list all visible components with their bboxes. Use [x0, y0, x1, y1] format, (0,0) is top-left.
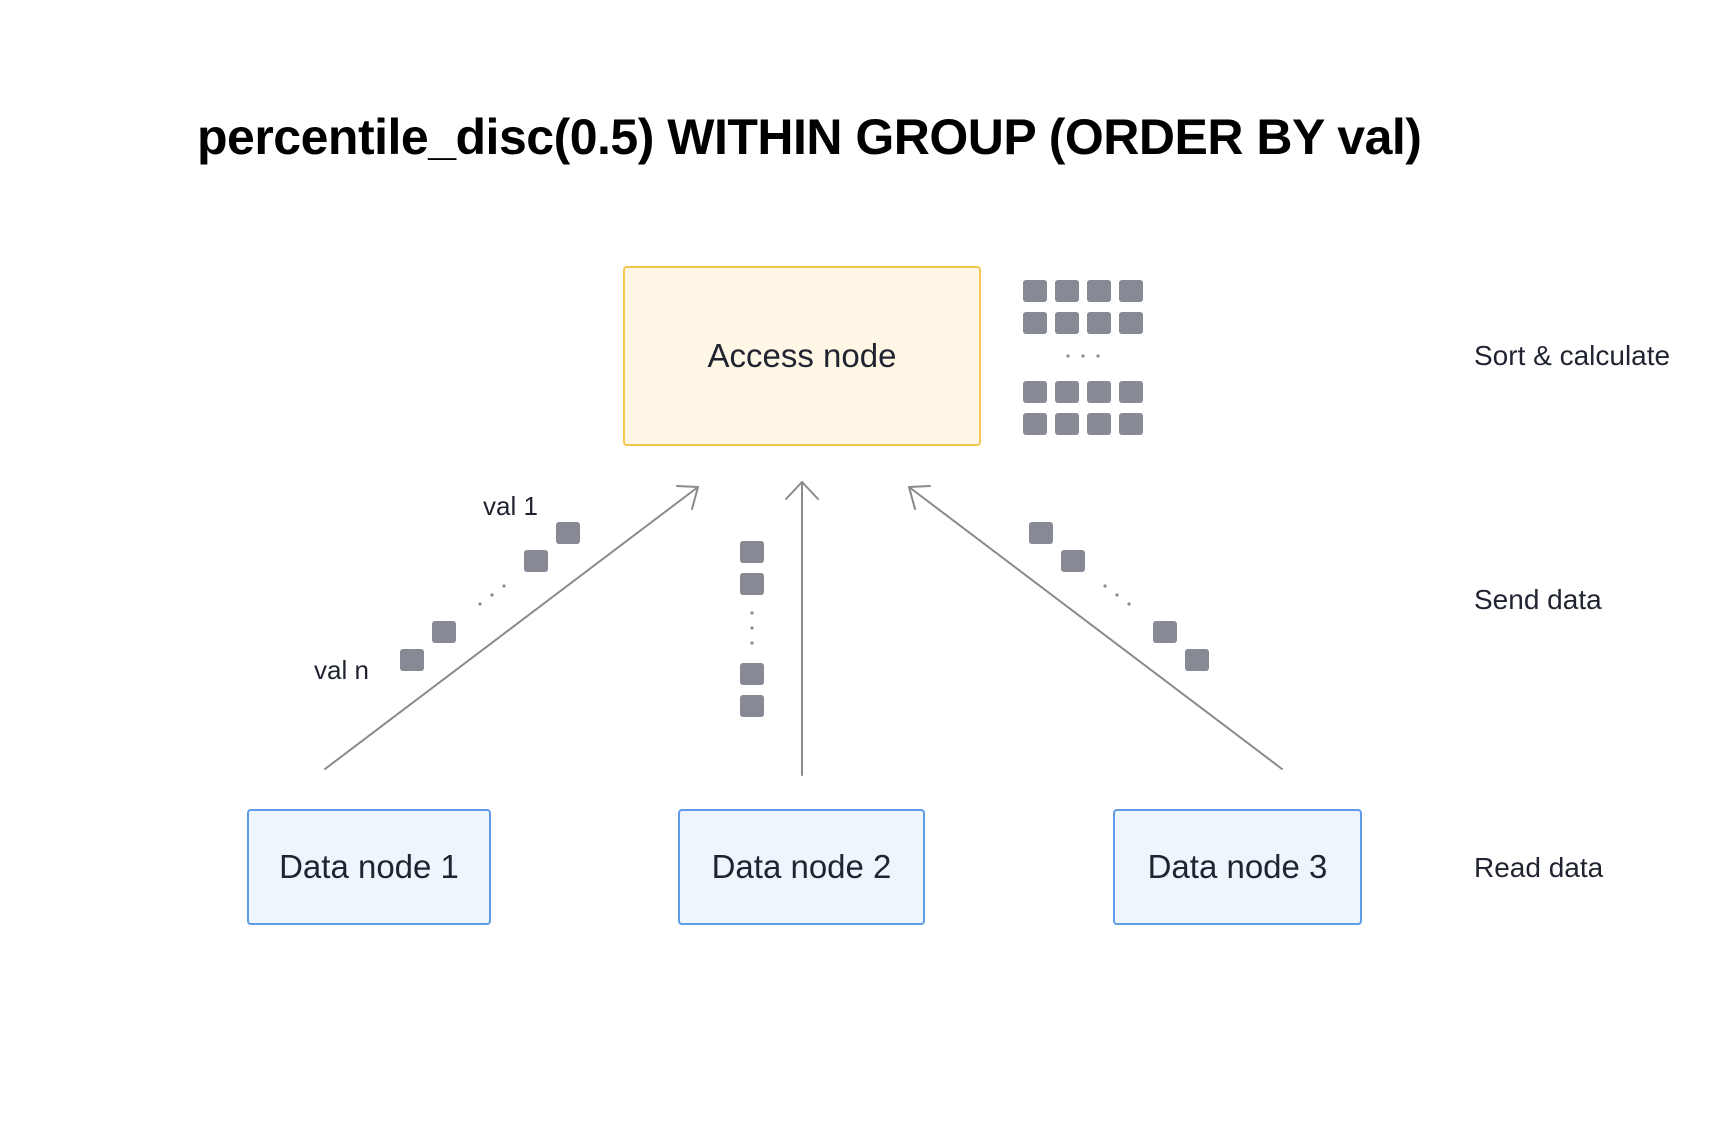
data-node-3-label: Data node 3 — [1147, 848, 1328, 885]
value-label-last: val n — [314, 655, 369, 685]
diagram-title: percentile_disc(0.5) WITHIN GROUP (ORDER… — [197, 109, 1422, 165]
data-node-1: Data node 1 — [247, 809, 491, 925]
step-label-sort: Sort & calculate — [1474, 340, 1671, 371]
arrow-data-node-2 — [785, 481, 819, 776]
arrow-data-node-1 — [324, 485, 699, 770]
access-node: Access node — [623, 266, 981, 446]
sorted-values-grid — [1023, 280, 1143, 435]
values-from-data-node-1 — [400, 522, 580, 671]
step-label-read: Read data — [1474, 852, 1604, 883]
values-from-data-node-3 — [1029, 522, 1209, 671]
data-node-2-label: Data node 2 — [711, 848, 892, 885]
data-node-1-label: Data node 1 — [279, 848, 459, 885]
step-label-send: Send data — [1474, 584, 1602, 615]
arrow-data-node-3 — [908, 485, 1283, 770]
values-from-data-node-2 — [740, 541, 764, 717]
grid-ellipsis — [1066, 354, 1100, 358]
data-node-3: Data node 3 — [1113, 809, 1362, 925]
access-node-label: Access node — [707, 337, 897, 374]
data-node-2: Data node 2 — [678, 809, 925, 925]
value-label-first: val 1 — [483, 491, 538, 521]
